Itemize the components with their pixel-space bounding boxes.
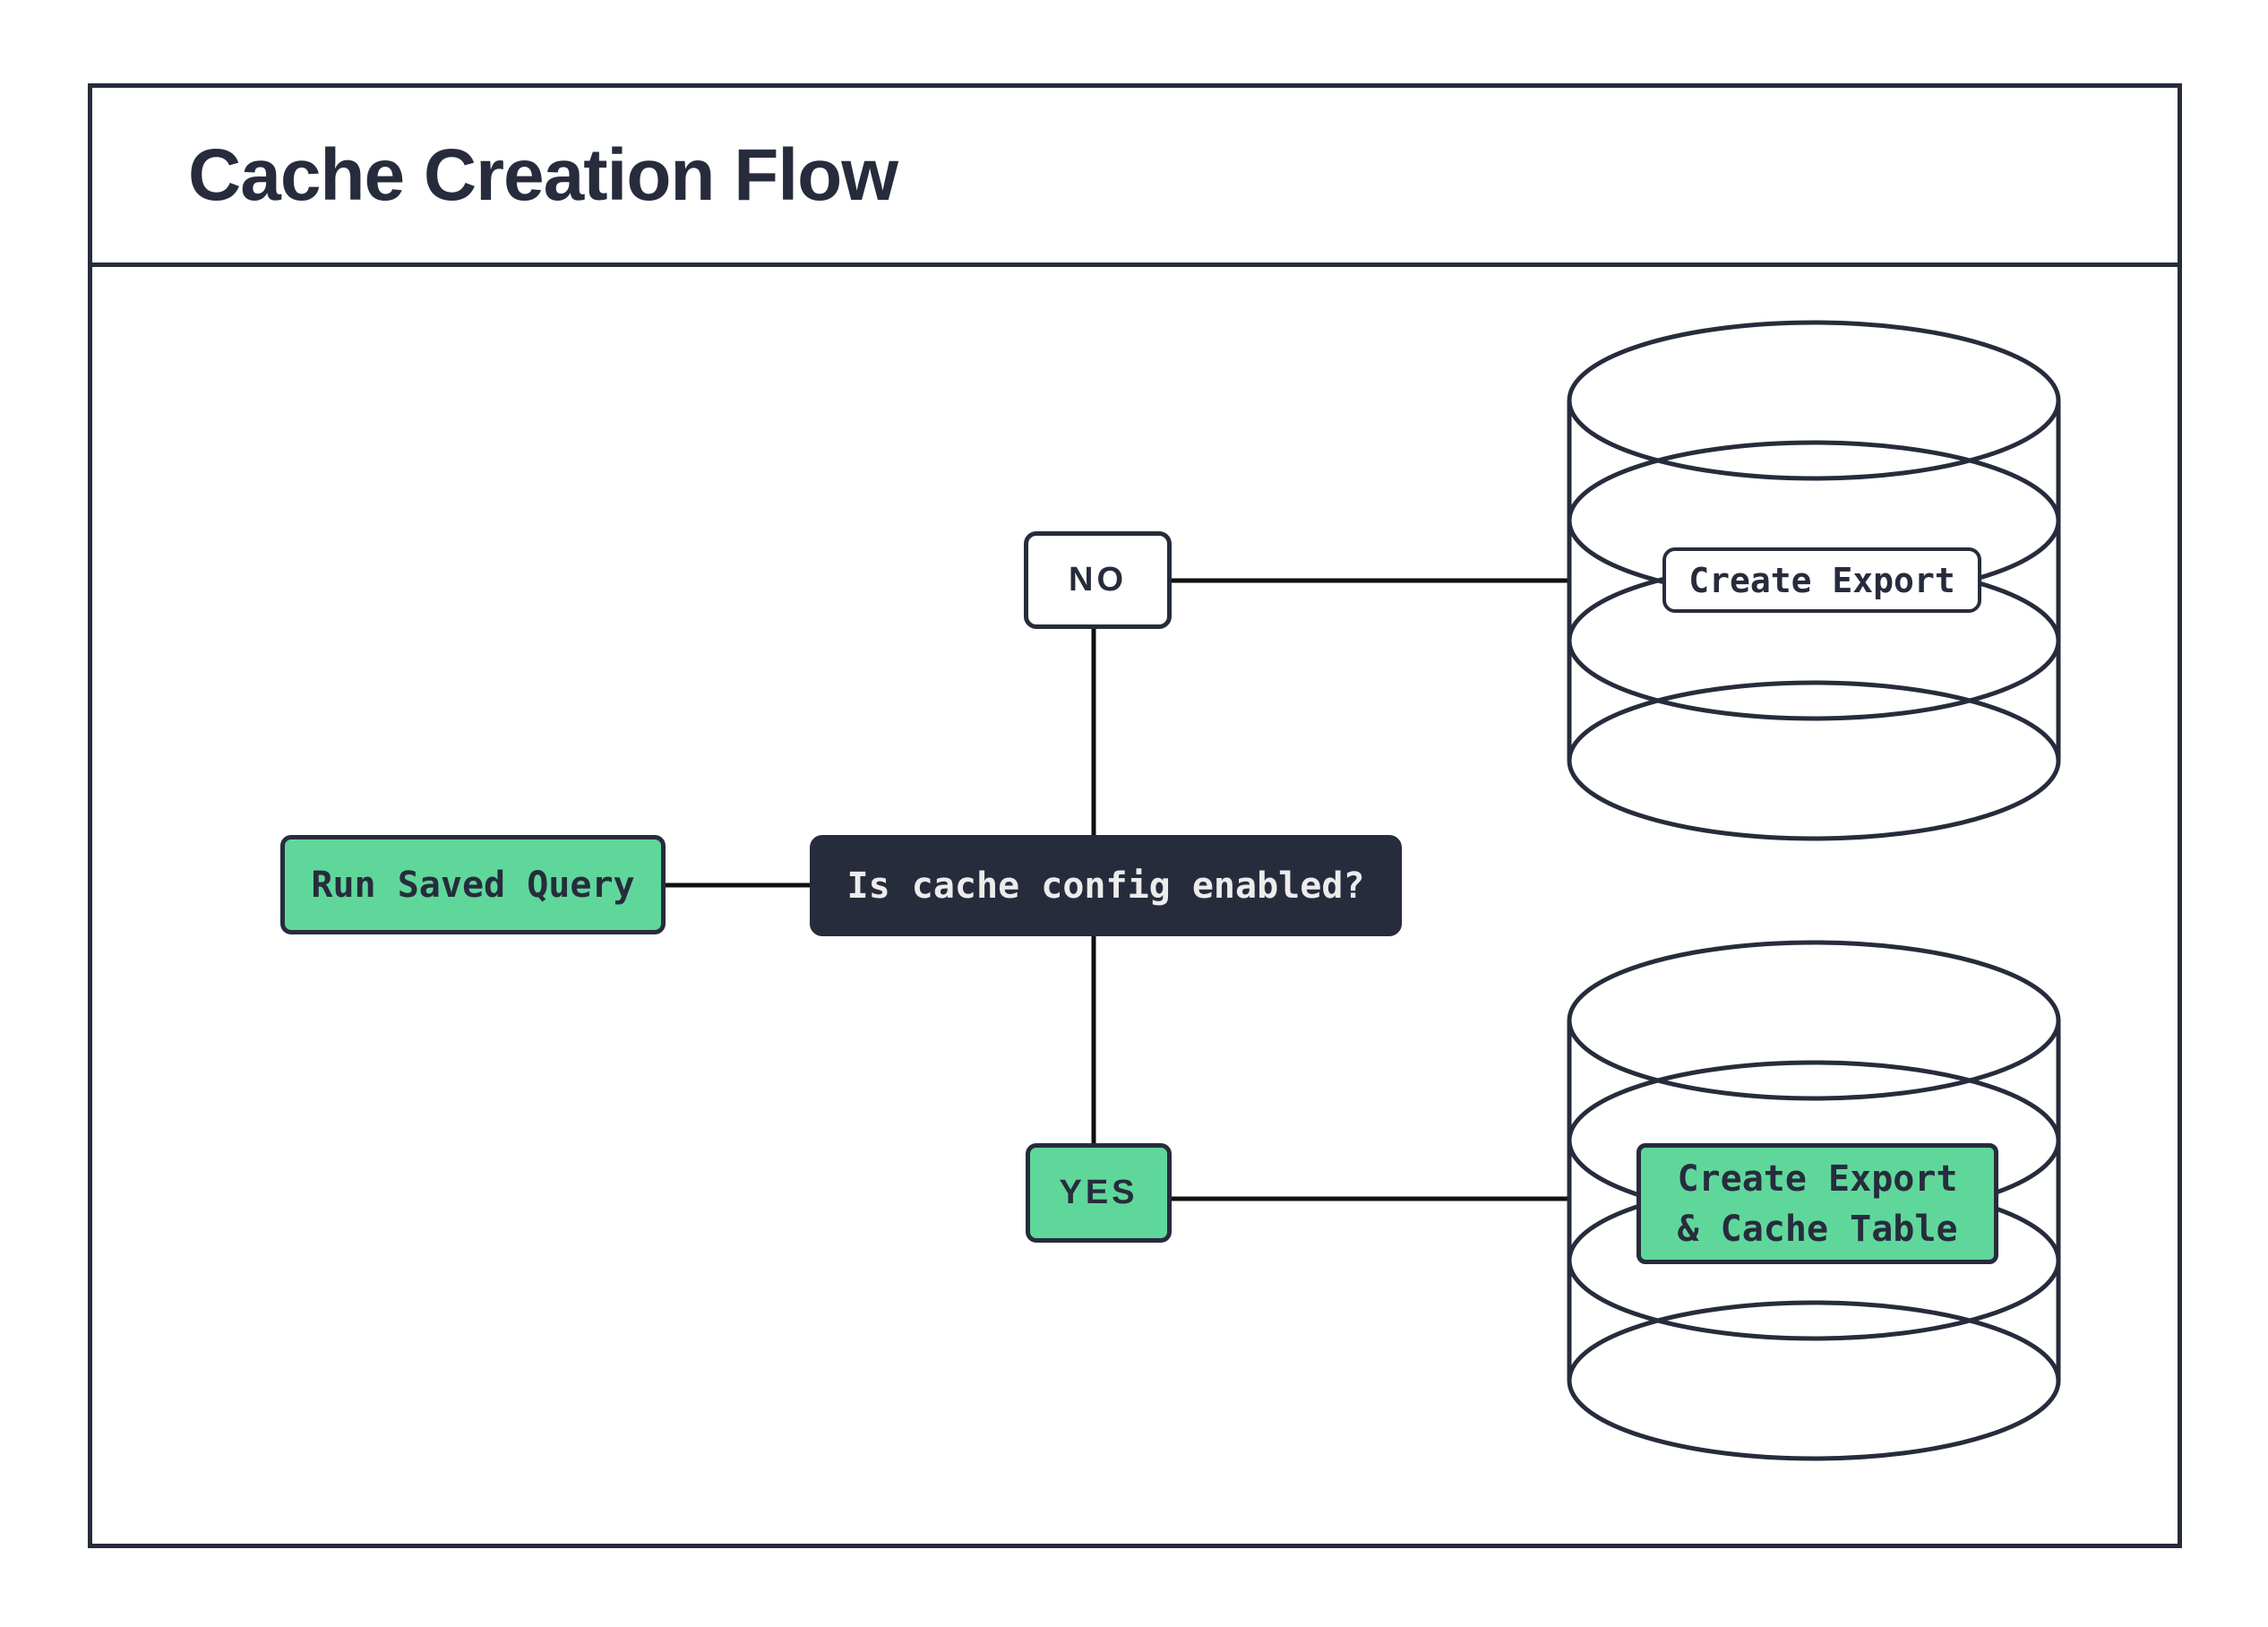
node-create-export: Create Export xyxy=(1662,547,1981,613)
node-create-export-cache-table: Create Export & Cache Table xyxy=(1637,1143,1998,1264)
database-icon-export xyxy=(1567,320,2061,841)
node-run-saved-query: Run Saved Query xyxy=(280,835,666,934)
title-bar: Cache Creation Flow xyxy=(92,88,2178,267)
node-decision-cache-config: Is cache config enabled? xyxy=(810,835,1402,936)
branch-yes-label: YES xyxy=(1059,1174,1138,1211)
node-run-saved-query-label: Run Saved Query xyxy=(311,864,635,906)
page-title: Cache Creation Flow xyxy=(188,133,898,216)
node-create-export-label: Create Export xyxy=(1688,560,1955,600)
node-decision-label: Is cache config enabled? xyxy=(846,865,1365,907)
diagram-frame: Cache Creation Flow xyxy=(88,83,2182,1548)
branch-yes-box: YES xyxy=(1026,1143,1172,1243)
database-icon-cache xyxy=(1567,940,2061,1461)
node-create-export-cache-table-label: Create Export & Cache Table xyxy=(1677,1158,1958,1250)
branch-no-label: NO xyxy=(1069,561,1127,598)
branch-no-box: NO xyxy=(1024,531,1172,629)
